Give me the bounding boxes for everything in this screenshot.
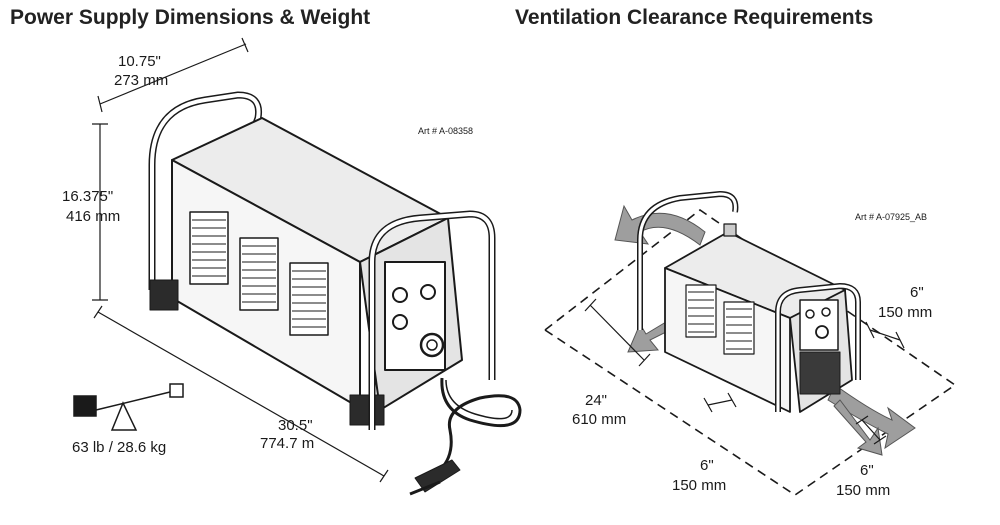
weight-scale-icon <box>73 383 184 431</box>
ventilation-unit-illustration <box>637 191 861 413</box>
airflow-arrow-top <box>614 204 706 246</box>
dimensions-title: Power Supply Dimensions & Weight <box>10 6 371 29</box>
ventilation-title: Ventilation Clearance Requirements <box>515 6 874 29</box>
front-clearance-inches-label: 24" <box>585 392 607 409</box>
power-supply-illustration <box>148 91 522 496</box>
rear-clearance-inches-label: 6" <box>860 462 874 479</box>
width-inches-label: 10.75" <box>118 53 161 70</box>
left-art-number: Art # A-08358 <box>418 126 473 136</box>
bottom-clearance-inches-label: 6" <box>700 457 714 474</box>
airflow-arrow-bottom-2 <box>833 399 883 456</box>
clearance-dimension-lines <box>584 298 905 445</box>
weight-label: 63 lb / 28.6 kg <box>72 439 166 456</box>
rear-clearance-mm-label: 150 mm <box>836 482 890 499</box>
right-art-number: Art # A-07925_AB <box>855 212 927 222</box>
clearance-boundary <box>543 209 957 496</box>
height-mm-label: 416 mm <box>66 208 120 225</box>
right-clearance-mm-label: 150 mm <box>878 304 932 321</box>
length-mm-label: 774.7 m <box>260 435 314 452</box>
bottom-clearance-mm-label: 150 mm <box>672 477 726 494</box>
height-inches-label: 16.375" <box>62 188 113 205</box>
right-clearance-inches-label: 6" <box>910 284 924 301</box>
length-inches-label: 30.5" <box>278 417 313 434</box>
width-mm-label: 273 mm <box>114 72 168 89</box>
dimension-lines <box>92 37 389 483</box>
front-clearance-mm-label: 610 mm <box>572 411 626 428</box>
